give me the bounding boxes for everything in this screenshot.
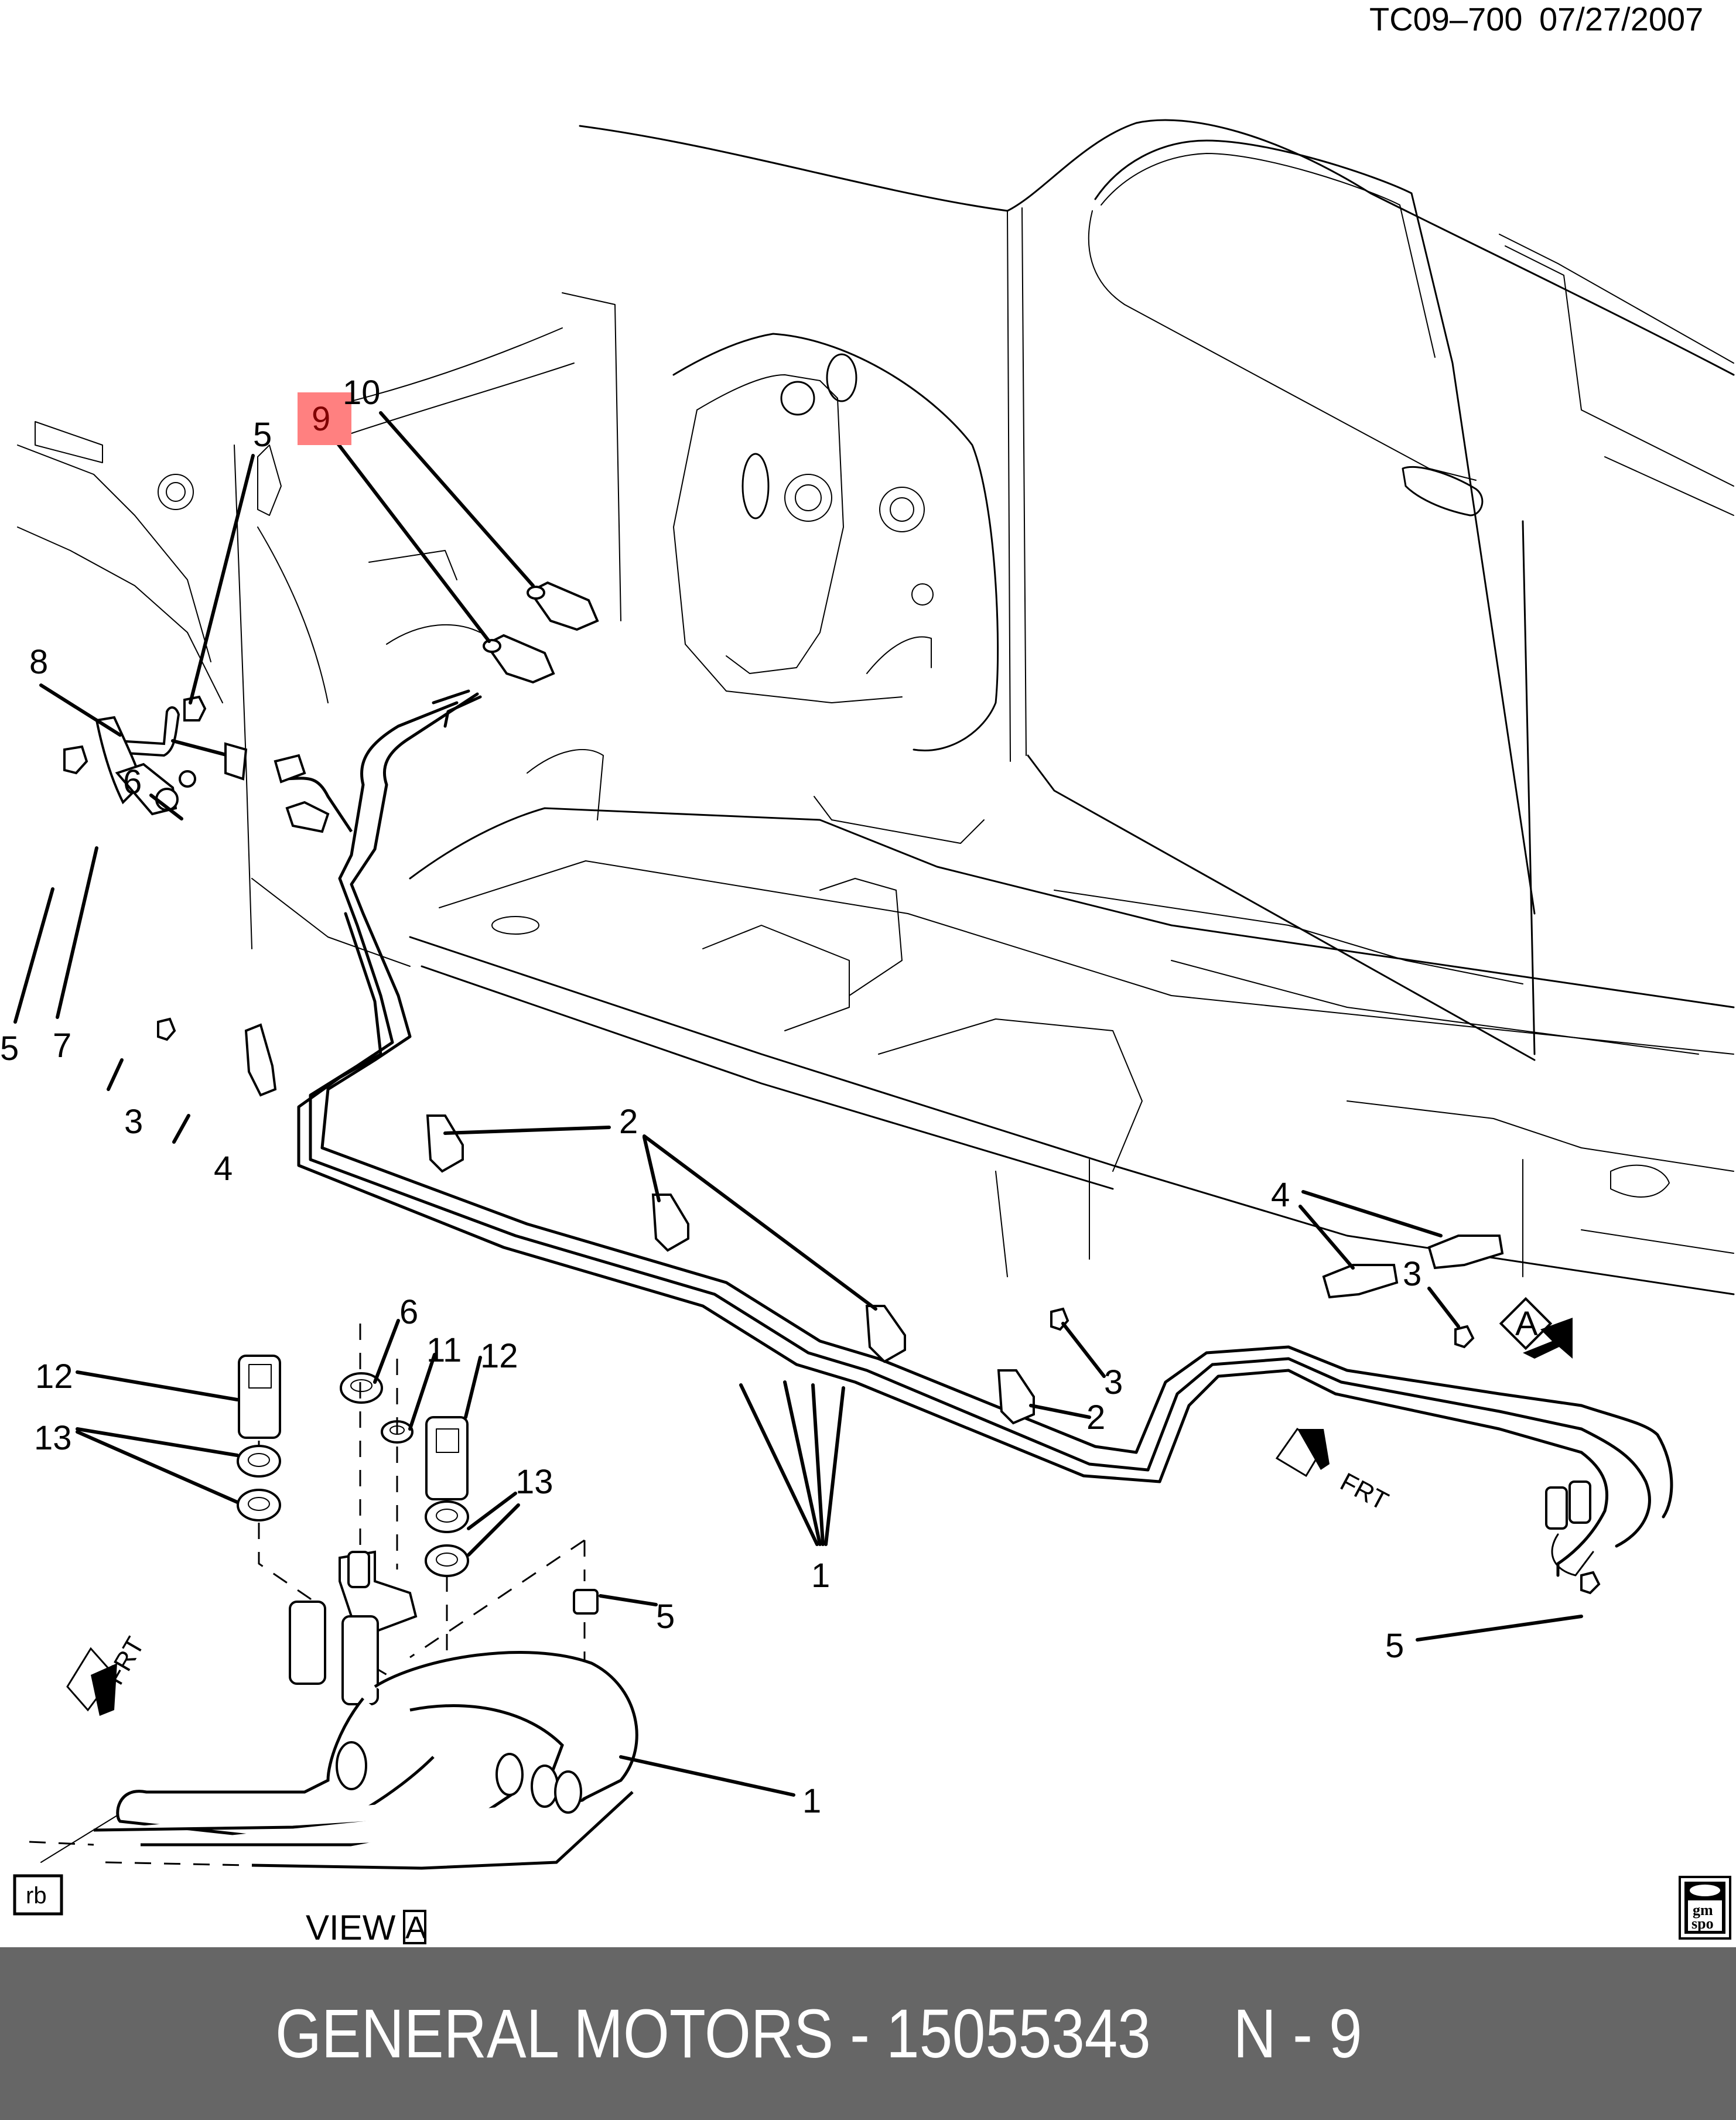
rb-box: rb	[13, 1874, 63, 1916]
drawing-number: TC09–700	[1369, 1, 1523, 37]
drawing-date: 07/27/2007	[1539, 1, 1703, 37]
callout-2-bottom[interactable]: 2	[1086, 1398, 1105, 1437]
front-direction-arrow-main: FRT	[1275, 1427, 1393, 1516]
view-a-inset	[29, 1324, 638, 1870]
pipe-clips	[426, 1114, 1601, 1595]
callout-13-inset-left[interactable]: 13	[34, 1419, 72, 1457]
view-a-letter: A	[1515, 1305, 1538, 1343]
floor-pan	[409, 749, 1735, 1295]
callout-leaders	[13, 411, 1583, 1797]
front-direction-arrow-inset: FRT	[66, 1632, 150, 1716]
callout-6[interactable]: 6	[123, 763, 142, 801]
callout-5-top[interactable]: 5	[253, 416, 272, 454]
view-a-label: VIEW A	[306, 1908, 426, 1947]
callout-5-inset[interactable]: 5	[656, 1598, 675, 1636]
rb-label: rb	[26, 1883, 47, 1909]
highlighted-callout-box[interactable]	[298, 392, 351, 445]
callout-3-center[interactable]: 3	[1104, 1363, 1123, 1401]
footer-bar: GENERAL MOTORS - 15055343 N - 9	[0, 1947, 1736, 2120]
logo-line-1: gm	[1693, 1902, 1713, 1919]
frt-label-main: FRT	[1335, 1468, 1393, 1516]
parts-diagram: TC09–700 07/27/2007	[0, 1, 1735, 1947]
callout-6-inset[interactable]: 6	[399, 1293, 418, 1331]
callout-8[interactable]: 8	[29, 643, 48, 681]
callout-7[interactable]: 7	[53, 1027, 71, 1065]
callout-4-right[interactable]: 4	[1271, 1176, 1290, 1214]
callout-3[interactable]: 3	[124, 1103, 143, 1141]
view-label-prefix: VIEW	[306, 1908, 396, 1947]
callout-13-inset-right[interactable]: 13	[515, 1463, 553, 1501]
callout-12-inset-right[interactable]: 12	[480, 1337, 518, 1375]
front-parts	[63, 695, 353, 1097]
view-label-letter: A	[405, 1910, 426, 1945]
truck-cab-outline	[579, 119, 1735, 1061]
part-number-caption: GENERAL MOTORS - 15055343 N - 9	[275, 1995, 1362, 2073]
callout-1-inset[interactable]: 1	[802, 1782, 821, 1820]
callout-11-inset[interactable]: 11	[426, 1331, 462, 1369]
rear-connector-hoses	[1545, 1404, 1673, 1577]
gm-spo-logo: gm spo	[1679, 1876, 1731, 1940]
callout-5-left[interactable]: 5	[0, 1030, 19, 1068]
callout-2-top[interactable]: 2	[619, 1103, 638, 1141]
quick-connect-fittings	[432, 581, 599, 728]
logo-line-2: spo	[1691, 1915, 1714, 1932]
callout-12-inset-left[interactable]: 12	[35, 1358, 73, 1396]
wheel-well	[672, 333, 999, 751]
callout-4[interactable]: 4	[214, 1150, 233, 1188]
callout-9-highlighted[interactable]: 9	[312, 400, 330, 438]
pipe-assembly-main	[297, 692, 1583, 1483]
callout-10[interactable]: 10	[343, 374, 381, 412]
callout-3-right[interactable]: 3	[1403, 1255, 1421, 1293]
callout-5-right[interactable]: 5	[1385, 1627, 1404, 1665]
front-frame-structure	[17, 292, 621, 967]
callout-labels[interactable]: 10 9 5 8 6 5 7 3 4 2 1 2 3 4 3 5 12 13 6…	[0, 374, 1421, 1820]
callout-1-main[interactable]: 1	[811, 1557, 830, 1595]
view-a-marker: A	[1499, 1297, 1573, 1359]
